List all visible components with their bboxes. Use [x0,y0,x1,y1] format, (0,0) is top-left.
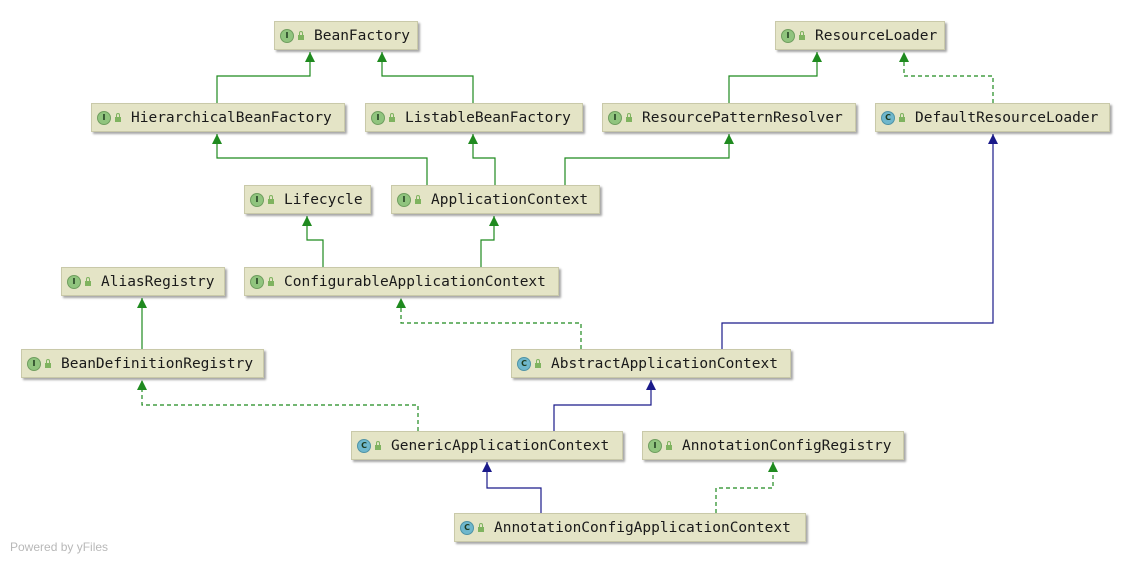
edge-annotationctx-to-annotationreg [715,462,774,513]
lock-icon [626,113,632,122]
arrowhead-icon [489,216,499,226]
arrowhead-icon [724,134,734,144]
node-label: AliasRegistry [101,273,215,290]
lock-icon [478,523,484,532]
node-label: DefaultResourceLoader [915,109,1099,126]
edge-abstract-to-configurable [400,298,582,349]
lock-icon [115,113,121,122]
lock-icon [298,31,304,40]
edge-resourcepattern-to-resourceloader [728,52,818,103]
arrowhead-icon [137,298,147,308]
node-label: AbstractApplicationContext [551,355,778,372]
node-label: AnnotationConfigRegistry [682,437,892,454]
edge-listable-to-beanfactory [381,52,474,103]
node-label: BeanFactory [314,27,411,44]
node-hierarchical-bean-factory[interactable]: I HierarchicalBeanFactory [91,103,345,132]
node-bean-definition-registry[interactable]: I BeanDefinitionRegistry [21,349,264,378]
lock-icon [899,113,905,122]
arrowhead-icon [396,298,406,308]
lock-icon [45,359,51,368]
interface-icon: I [371,110,385,125]
node-resource-loader[interactable]: I ResourceLoader [775,21,945,50]
interface-icon: I [27,356,41,371]
node-label: BeanDefinitionRegistry [61,355,254,372]
lock-icon [85,277,91,286]
edge-abstract-to-defaultloader [721,134,994,349]
edge-appctx-to-listable [472,134,496,185]
node-application-context[interactable]: I ApplicationContext [391,185,600,214]
node-label: HierarchicalBeanFactory [131,109,332,126]
arrowhead-icon [137,380,147,390]
node-label: ApplicationContext [431,191,589,208]
class-icon: C [881,110,895,125]
arrowhead-icon [302,216,312,226]
edge-configurable-to-appctx [480,216,495,267]
arrowhead-icon [482,462,492,472]
interface-icon: I [67,274,81,289]
lock-icon [799,31,805,40]
node-label: ResourcePatternResolver [642,109,843,126]
node-lifecycle[interactable]: I Lifecycle [244,185,371,214]
interface-icon: I [250,274,264,289]
arrowhead-icon [305,52,315,62]
arrowhead-icon [768,462,778,472]
node-configurable-application-context[interactable]: I ConfigurableApplicationContext [244,267,559,296]
interface-icon: I [608,110,622,125]
node-alias-registry[interactable]: I AliasRegistry [61,267,225,296]
arrowhead-icon [212,134,222,144]
node-generic-application-context[interactable]: C GenericApplicationContext [351,431,623,460]
lock-icon [375,441,381,450]
node-label: GenericApplicationContext [391,437,610,454]
edge-appctx-to-hierarchical [216,134,428,185]
lock-icon [415,195,421,204]
lock-icon [389,113,395,122]
node-label: ResourceLoader [815,27,938,44]
node-abstract-application-context[interactable]: C AbstractApplicationContext [511,349,791,378]
arrowhead-icon [646,380,656,390]
interface-icon: I [781,28,795,43]
edge-defaultloader-to-resourceloader [903,52,994,103]
edge-generic-to-beandefreg [141,380,419,431]
edge-annotationctx-to-generic [486,462,542,513]
interface-icon: I [97,110,111,125]
arrowhead-icon [899,52,909,62]
watermark: Powered by yFiles [10,540,109,554]
node-label: AnnotationConfigApplicationContext [494,519,791,536]
node-listable-bean-factory[interactable]: I ListableBeanFactory [365,103,583,132]
node-default-resource-loader[interactable]: C DefaultResourceLoader [875,103,1110,132]
edge-hierarchical-to-beanfactory [216,52,311,103]
class-icon: C [460,520,474,535]
interface-icon: I [280,28,294,43]
class-icon: C [517,356,531,371]
node-label: ListableBeanFactory [405,109,571,126]
node-bean-factory[interactable]: I BeanFactory [274,21,418,50]
arrowhead-icon [812,52,822,62]
lock-icon [666,441,672,450]
lock-icon [535,359,541,368]
lock-icon [268,195,274,204]
lock-icon [268,277,274,286]
interface-icon: I [250,192,264,207]
arrowhead-icon [988,134,998,144]
node-label: ConfigurableApplicationContext [284,273,546,290]
node-annotation-config-registry[interactable]: I AnnotationConfigRegistry [642,431,904,460]
edge-generic-to-abstract [553,380,652,431]
arrowhead-icon [377,52,387,62]
class-icon: C [357,438,371,453]
node-label: Lifecycle [284,191,363,208]
edge-appctx-to-resourcepattern [564,134,730,185]
edge-configurable-to-lifecycle [306,216,324,267]
interface-icon: I [397,192,411,207]
interface-icon: I [648,438,662,453]
arrowhead-icon [468,134,478,144]
node-annotation-config-application-context[interactable]: C AnnotationConfigApplicationContext [454,513,806,542]
node-resource-pattern-resolver[interactable]: I ResourcePatternResolver [602,103,856,132]
